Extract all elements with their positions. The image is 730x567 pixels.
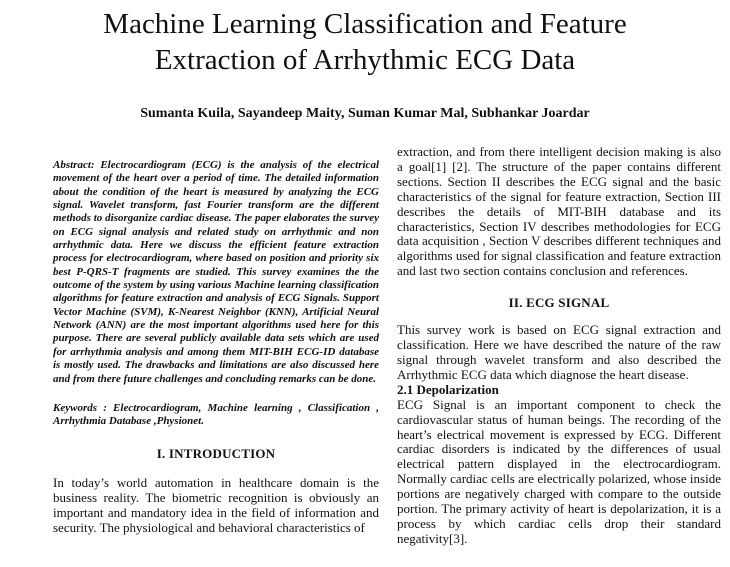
section-heading-ecg-signal: II. ECG SIGNAL xyxy=(508,295,610,311)
title-line-2: Extraction of Arrhythmic ECG Data xyxy=(154,44,576,76)
author-list: Sumanta Kuila, Sayandeep Maity, Suman Ku… xyxy=(140,106,590,121)
section-heading-introduction: I. INTRODUCTION xyxy=(156,445,276,461)
left-column: Abstract: Electrocardiogram (ECG) is the… xyxy=(53,159,379,535)
depolarization-text: ECG Signal is an important component to … xyxy=(397,396,721,546)
right-column: extraction, and from there intelligent d… xyxy=(397,144,721,547)
keywords: Keywords : Electrocardiogram, Machine le… xyxy=(53,401,379,428)
paper-title: Machine Learning Classification and Feat… xyxy=(30,6,700,78)
ecg-signal-text: This survey work is based on ECG signal … xyxy=(397,322,721,382)
subsection-heading-depolarization: 2.1 Depolarization xyxy=(397,381,499,397)
introduction-text: In today’s world automation in healthcar… xyxy=(53,474,379,535)
introduction-continued: extraction, and from there intelligent d… xyxy=(397,144,721,279)
title-line-1: Machine Learning Classification and Feat… xyxy=(103,8,627,40)
abstract: Abstract: Electrocardiogram (ECG) is the… xyxy=(53,159,379,385)
